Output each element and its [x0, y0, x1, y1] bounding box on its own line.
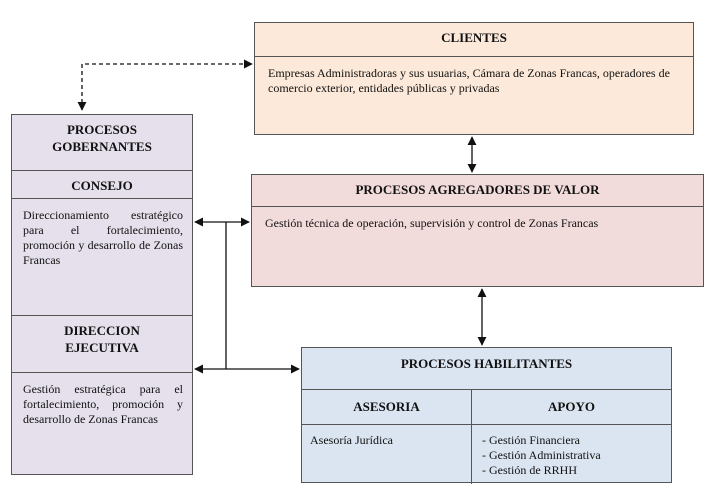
- asesoria-text: Asesoría Jurídica: [310, 433, 393, 447]
- apoyo-item: - Gestión de RRHH: [482, 463, 577, 477]
- clientes-box: CLIENTES Empresas Administradoras y sus …: [254, 22, 694, 135]
- consejo-divider: [12, 198, 192, 199]
- agregadores-text: Gestión técnica de operación, supervisió…: [265, 216, 599, 230]
- habilitantes-box: PROCESOS HABILITANTES ASESORIA APOYO Ase…: [301, 347, 672, 484]
- habilitantes-divider: [302, 389, 671, 390]
- apoyo-item: - Gestión Financiera: [482, 433, 580, 447]
- gobernantes-divider: [12, 170, 192, 171]
- consejo-title: CONSEJO: [71, 178, 133, 193]
- asesoria-title: ASESORIA: [353, 399, 420, 414]
- clientes-title: CLIENTES: [441, 30, 507, 45]
- agregadores-divider: [252, 206, 703, 207]
- habilitantes-subdivider: [302, 424, 671, 425]
- dashed-connector: [77, 59, 253, 111]
- direccion-text: Gestión estratégica para el fortalecimie…: [23, 382, 183, 426]
- apoyo-title: APOYO: [548, 399, 595, 414]
- apoyo-item: - Gestión Administrativa: [482, 448, 601, 462]
- clientes-text: Empresas Administradoras y sus usuarias,…: [268, 66, 670, 95]
- habilitantes-column-divider: [471, 389, 472, 484]
- direccion-divider: [12, 372, 192, 373]
- direccion-divider-top: [12, 315, 192, 316]
- gobernantes-box: PROCESOS GOBERNANTES CONSEJO Direccionam…: [11, 114, 193, 475]
- direccion-title: DIRECCION EJECUTIVA: [64, 323, 140, 355]
- gobernantes-title: PROCESOS GOBERNANTES: [52, 122, 152, 154]
- habilitantes-title: PROCESOS HABILITANTES: [400, 356, 573, 371]
- agregadores-title: PROCESOS AGREGADORES DE VALOR: [355, 182, 600, 197]
- clientes-divider: [255, 56, 693, 57]
- consejo-text: Direccionamiento estratégico para el for…: [23, 208, 183, 267]
- agregadores-box: PROCESOS AGREGADORES DE VALOR Gestión té…: [251, 174, 704, 287]
- apoyo-list: - Gestión Financiera - Gestión Administr…: [482, 433, 667, 478]
